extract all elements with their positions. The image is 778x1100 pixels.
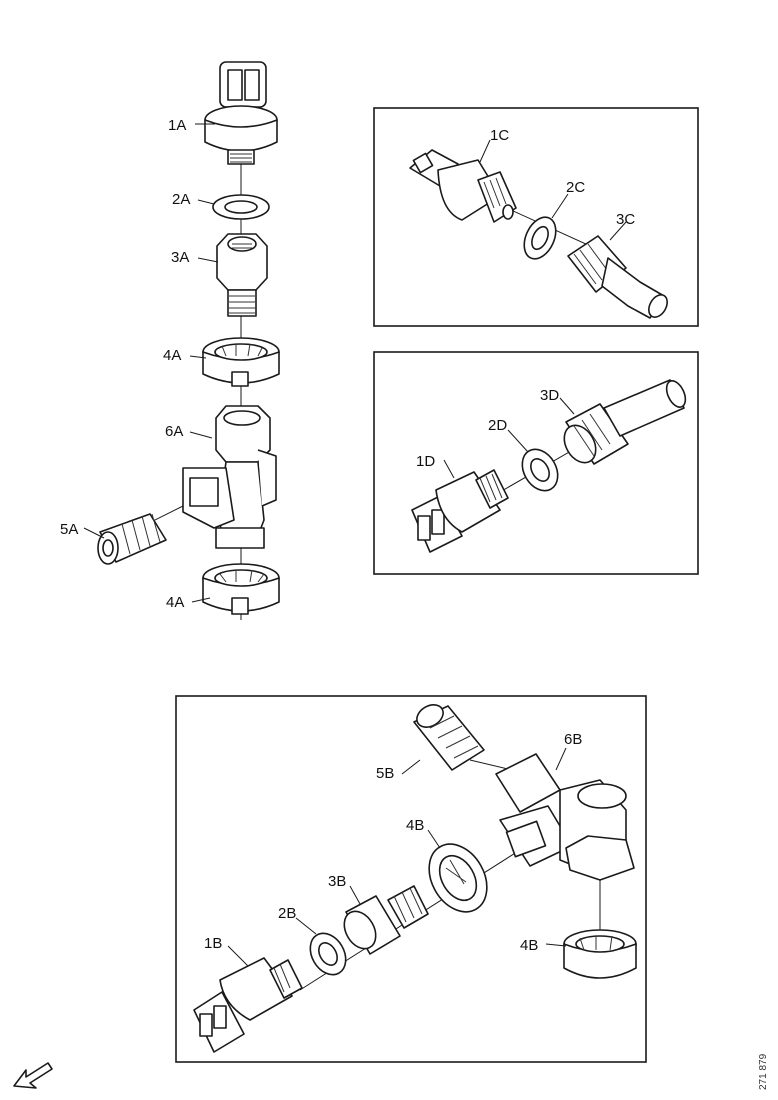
label-3a: 3A [171,249,189,266]
part-4b-nut-mid [428,843,488,913]
part-4a-nut-top [202,337,280,387]
part-1a-sensor [204,61,278,165]
label-3c: 3C [616,211,635,228]
reference-number: 271 879 [758,1053,769,1090]
label-5a: 5A [60,521,78,538]
part-6a-tee [182,405,277,549]
label-1c: 1C [490,127,509,144]
part-3b-adaptor [343,885,429,955]
panel-c: 1C 2C 3C [373,107,699,327]
part-1d-sensor [411,469,509,553]
part-2d-washer [521,448,559,492]
part-4a-nut-bottom [202,563,280,615]
label-6a: 6A [165,423,183,440]
label-2d: 2D [488,417,507,434]
label-1b: 1B [204,935,222,952]
part-6b-tee [495,753,635,881]
part-2a-washer [212,194,270,220]
label-3d: 3D [540,387,559,404]
part-5b-fitting [413,704,485,771]
part-3a-adaptor [216,233,268,317]
arrow-lower-left-icon [13,1062,53,1089]
part-5a-fitting [97,513,167,565]
assembly-a: 1A 2A 3A 4A 6A 5A 4A [60,61,280,620]
label-1a: 1A [168,117,186,134]
part-2b-washer [309,932,347,976]
label-4a-bottom: 4A [166,594,184,611]
part-1c-sensor [409,149,517,223]
label-4b-low: 4B [520,937,538,954]
label-1d: 1D [416,453,435,470]
label-5b: 5B [376,765,394,782]
label-3b: 3B [328,873,346,890]
panel-d: 1D 2D 3D [373,351,699,575]
part-2c-washer [523,216,557,260]
label-6b: 6B [564,731,582,748]
panel-b: 1B 2B 3B 4B 4B 5B 6B [175,695,647,1063]
label-2a: 2A [172,191,190,208]
label-2c: 2C [566,179,585,196]
label-4b-mid: 4B [406,817,424,834]
part-4b-nut-low [563,929,637,979]
part-3c-adaptor [567,235,668,319]
part-1b-sensor [193,957,303,1053]
label-2b: 2B [278,905,296,922]
label-4a-top: 4A [163,347,181,364]
part-3d-adaptor [563,379,687,465]
